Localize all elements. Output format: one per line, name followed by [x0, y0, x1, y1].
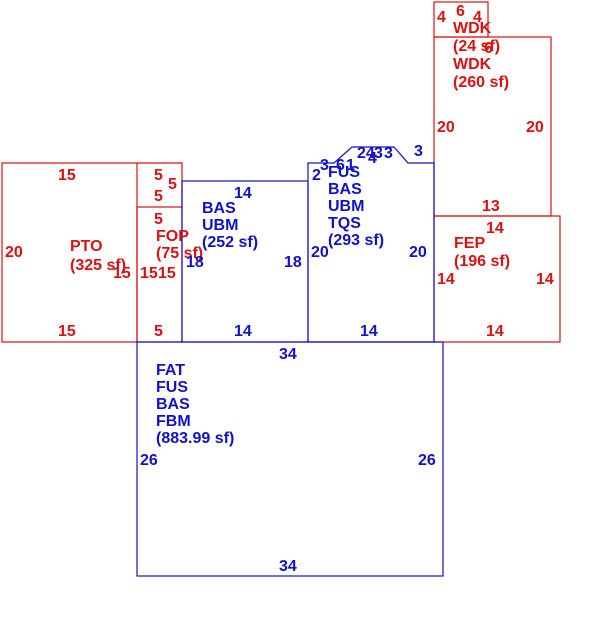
wdk-large-sf: (260 sf)	[453, 74, 509, 91]
fep-code: FEP	[454, 235, 485, 252]
fus-dim-e: 24	[357, 145, 375, 162]
fop-dim-top: 5	[154, 167, 163, 184]
fat-dim-left: 26	[140, 452, 158, 469]
wdk-small-code: WDK	[453, 20, 492, 37]
fat-sf: (883.99 sf)	[156, 430, 234, 447]
fep-dim-bottom: 14	[486, 323, 504, 340]
fop-code: FOP	[156, 228, 189, 245]
fop-dim-left: 15	[140, 265, 158, 282]
bas-dim-bottom: 14	[234, 323, 252, 340]
pto-dim-top: 15	[58, 167, 76, 184]
fus-dim-right: 20	[409, 244, 427, 261]
fus-tqs-code-2: BAS	[328, 181, 362, 198]
fat-code-2: FUS	[156, 379, 188, 396]
fop-dim-right-upper: 5	[168, 176, 177, 193]
pto-sf: (325 sf)	[70, 257, 126, 274]
fus-tqs-code-1: FUS	[328, 164, 360, 181]
fep-sf: (196 sf)	[454, 253, 510, 270]
fus-dim-h: 3	[384, 145, 393, 162]
fat-dim-bottom: 34	[279, 558, 297, 575]
wdk-small-dim-bottom: 6	[484, 40, 493, 57]
fat-code-1: FAT	[156, 362, 185, 379]
fep-dim-left: 14	[437, 271, 455, 288]
fus-tqs-code-3: UBM	[328, 198, 364, 215]
bas-ubm-code-2: UBM	[202, 217, 238, 234]
fat-outline	[136, 341, 444, 577]
fop-sf: (75 sf)	[156, 245, 203, 262]
fus-dim-b: 6	[336, 157, 345, 174]
fus-dim-i: 3	[414, 143, 423, 160]
fop-dim-top-inner: 5	[154, 211, 163, 228]
fus-tqs-sf: (293 sf)	[328, 232, 384, 249]
fus-tqs-outline	[307, 146, 435, 343]
bas-ubm-code-1: BAS	[202, 200, 236, 217]
pto-dim-left: 20	[5, 244, 23, 261]
bas-dim-right: 18	[284, 254, 302, 271]
fus-dim-g: 3	[374, 145, 383, 162]
wdk-small-sf: (24 sf)	[453, 38, 500, 55]
bas-dim-top: 14	[234, 185, 252, 202]
fus-tqs-code-4: TQS	[328, 215, 361, 232]
wdk-large-code: WDK	[453, 56, 492, 73]
fop-dim-right-mid: 5	[154, 188, 163, 205]
fep-dim-right: 14	[536, 271, 554, 288]
fus-dim-bottom: 14	[360, 323, 378, 340]
fat-code-3: BAS	[156, 396, 190, 413]
wdk-small-dim-right: 4	[473, 9, 482, 26]
fus-dim-a: 3	[320, 157, 329, 174]
pto-dim-bottom: 15	[58, 323, 76, 340]
pto-code: PTO	[70, 238, 103, 255]
fat-code-4: FBM	[156, 413, 191, 430]
wdk-dim-bottom: 13	[482, 198, 500, 215]
fus-dim-f: 4	[368, 150, 377, 167]
fat-dim-right: 26	[418, 452, 436, 469]
wdk-small-dim-top: 6	[456, 3, 465, 20]
wdk-dim-left: 20	[437, 119, 455, 136]
wdk-dim-right: 20	[526, 119, 544, 136]
fop-dim-bottom: 5	[154, 323, 163, 340]
fop-dim-right: 15	[158, 265, 176, 282]
fus-dim-c: 1	[346, 157, 355, 174]
fat-dim-top: 34	[279, 346, 297, 363]
bas-dim-left: 18	[186, 254, 204, 271]
fep-dim-top: 14	[486, 220, 504, 237]
fus-dim-left: 20	[311, 244, 329, 261]
pto-dim-right: 15	[113, 265, 131, 282]
wdk-small-dim-left: 4	[437, 9, 446, 26]
fus-dim-d: 2	[312, 167, 321, 184]
bas-ubm-sf: (252 sf)	[202, 234, 258, 251]
